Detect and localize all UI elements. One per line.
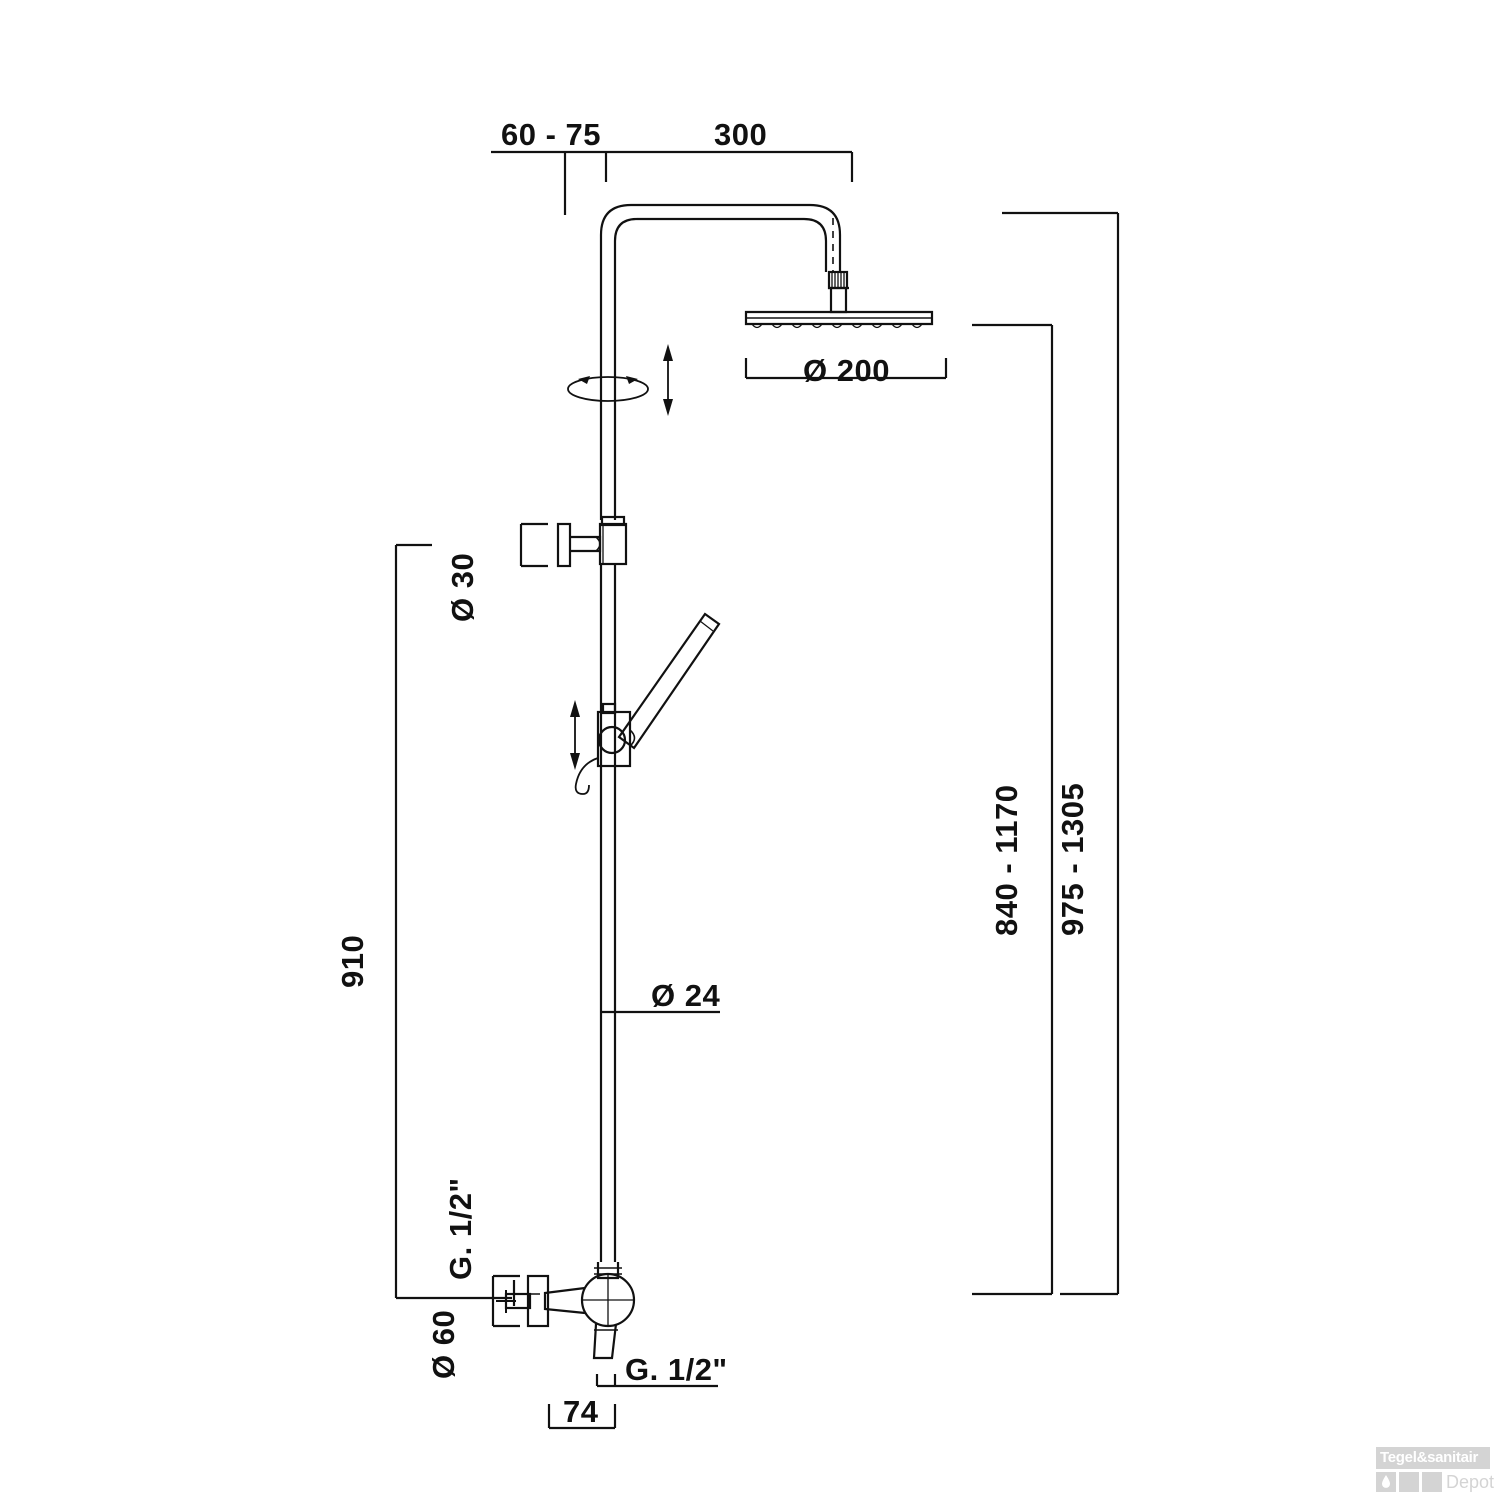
logo-brand-line2: Depot xyxy=(1446,1472,1495,1492)
label-hand-shower-height: 840 - 1170 xyxy=(989,784,1024,936)
label-valve-projection: 74 xyxy=(563,1394,599,1429)
mixer-valve-body xyxy=(496,1262,636,1360)
shower-head-connector xyxy=(827,270,849,314)
label-inlet-thread: G. 1/2" xyxy=(443,1177,478,1280)
dim-valve-projection xyxy=(547,1404,617,1430)
label-shower-head-diameter: Ø 200 xyxy=(803,353,890,388)
vertical-adjust-arrow-holder xyxy=(570,700,580,770)
label-head-shower-height: 975 - 1305 xyxy=(1055,782,1090,936)
label-column-height: 910 xyxy=(335,934,370,988)
water-drop-icon xyxy=(1382,1475,1390,1488)
dim-shower-head-diameter xyxy=(744,358,948,380)
hand-shower-slider xyxy=(574,702,636,795)
label-top-left-span: 60 - 75 xyxy=(501,117,602,152)
shower-arm xyxy=(599,203,842,520)
top-dimension-chain xyxy=(491,150,854,215)
logo-tile-2 xyxy=(1399,1472,1419,1492)
dim-head-shower-height xyxy=(1002,211,1120,1296)
label-riser-diameter: Ø 24 xyxy=(651,978,721,1013)
dim-wall-bracket-diameter xyxy=(519,522,548,568)
label-wall-bracket-diameter: Ø 30 xyxy=(445,552,480,622)
label-escutcheon-diameter: Ø 60 xyxy=(426,1309,461,1379)
logo-brand-line1: Tegel&sanitair xyxy=(1376,1447,1490,1469)
logo-tile-3 xyxy=(1422,1472,1442,1492)
riser-tube xyxy=(599,564,617,1262)
label-top-right-span: 300 xyxy=(714,117,768,152)
dim-escutcheon-diameter xyxy=(491,1274,520,1328)
label-outlet-thread: G. 1/2" xyxy=(625,1352,728,1387)
wall-bracket xyxy=(556,515,628,568)
rain-shower-head xyxy=(744,310,934,329)
dim-outlet-thread xyxy=(595,1374,718,1388)
swivel-rotation-indicator xyxy=(567,376,649,402)
hand-shower-wand xyxy=(617,612,721,750)
dim-hand-shower-height xyxy=(972,323,1054,1296)
vertical-adjust-arrow-head xyxy=(663,344,673,416)
watermark-logo: Tegel&sanitair Depot xyxy=(1362,1447,1494,1495)
leader-inlet-thread xyxy=(512,1280,540,1306)
